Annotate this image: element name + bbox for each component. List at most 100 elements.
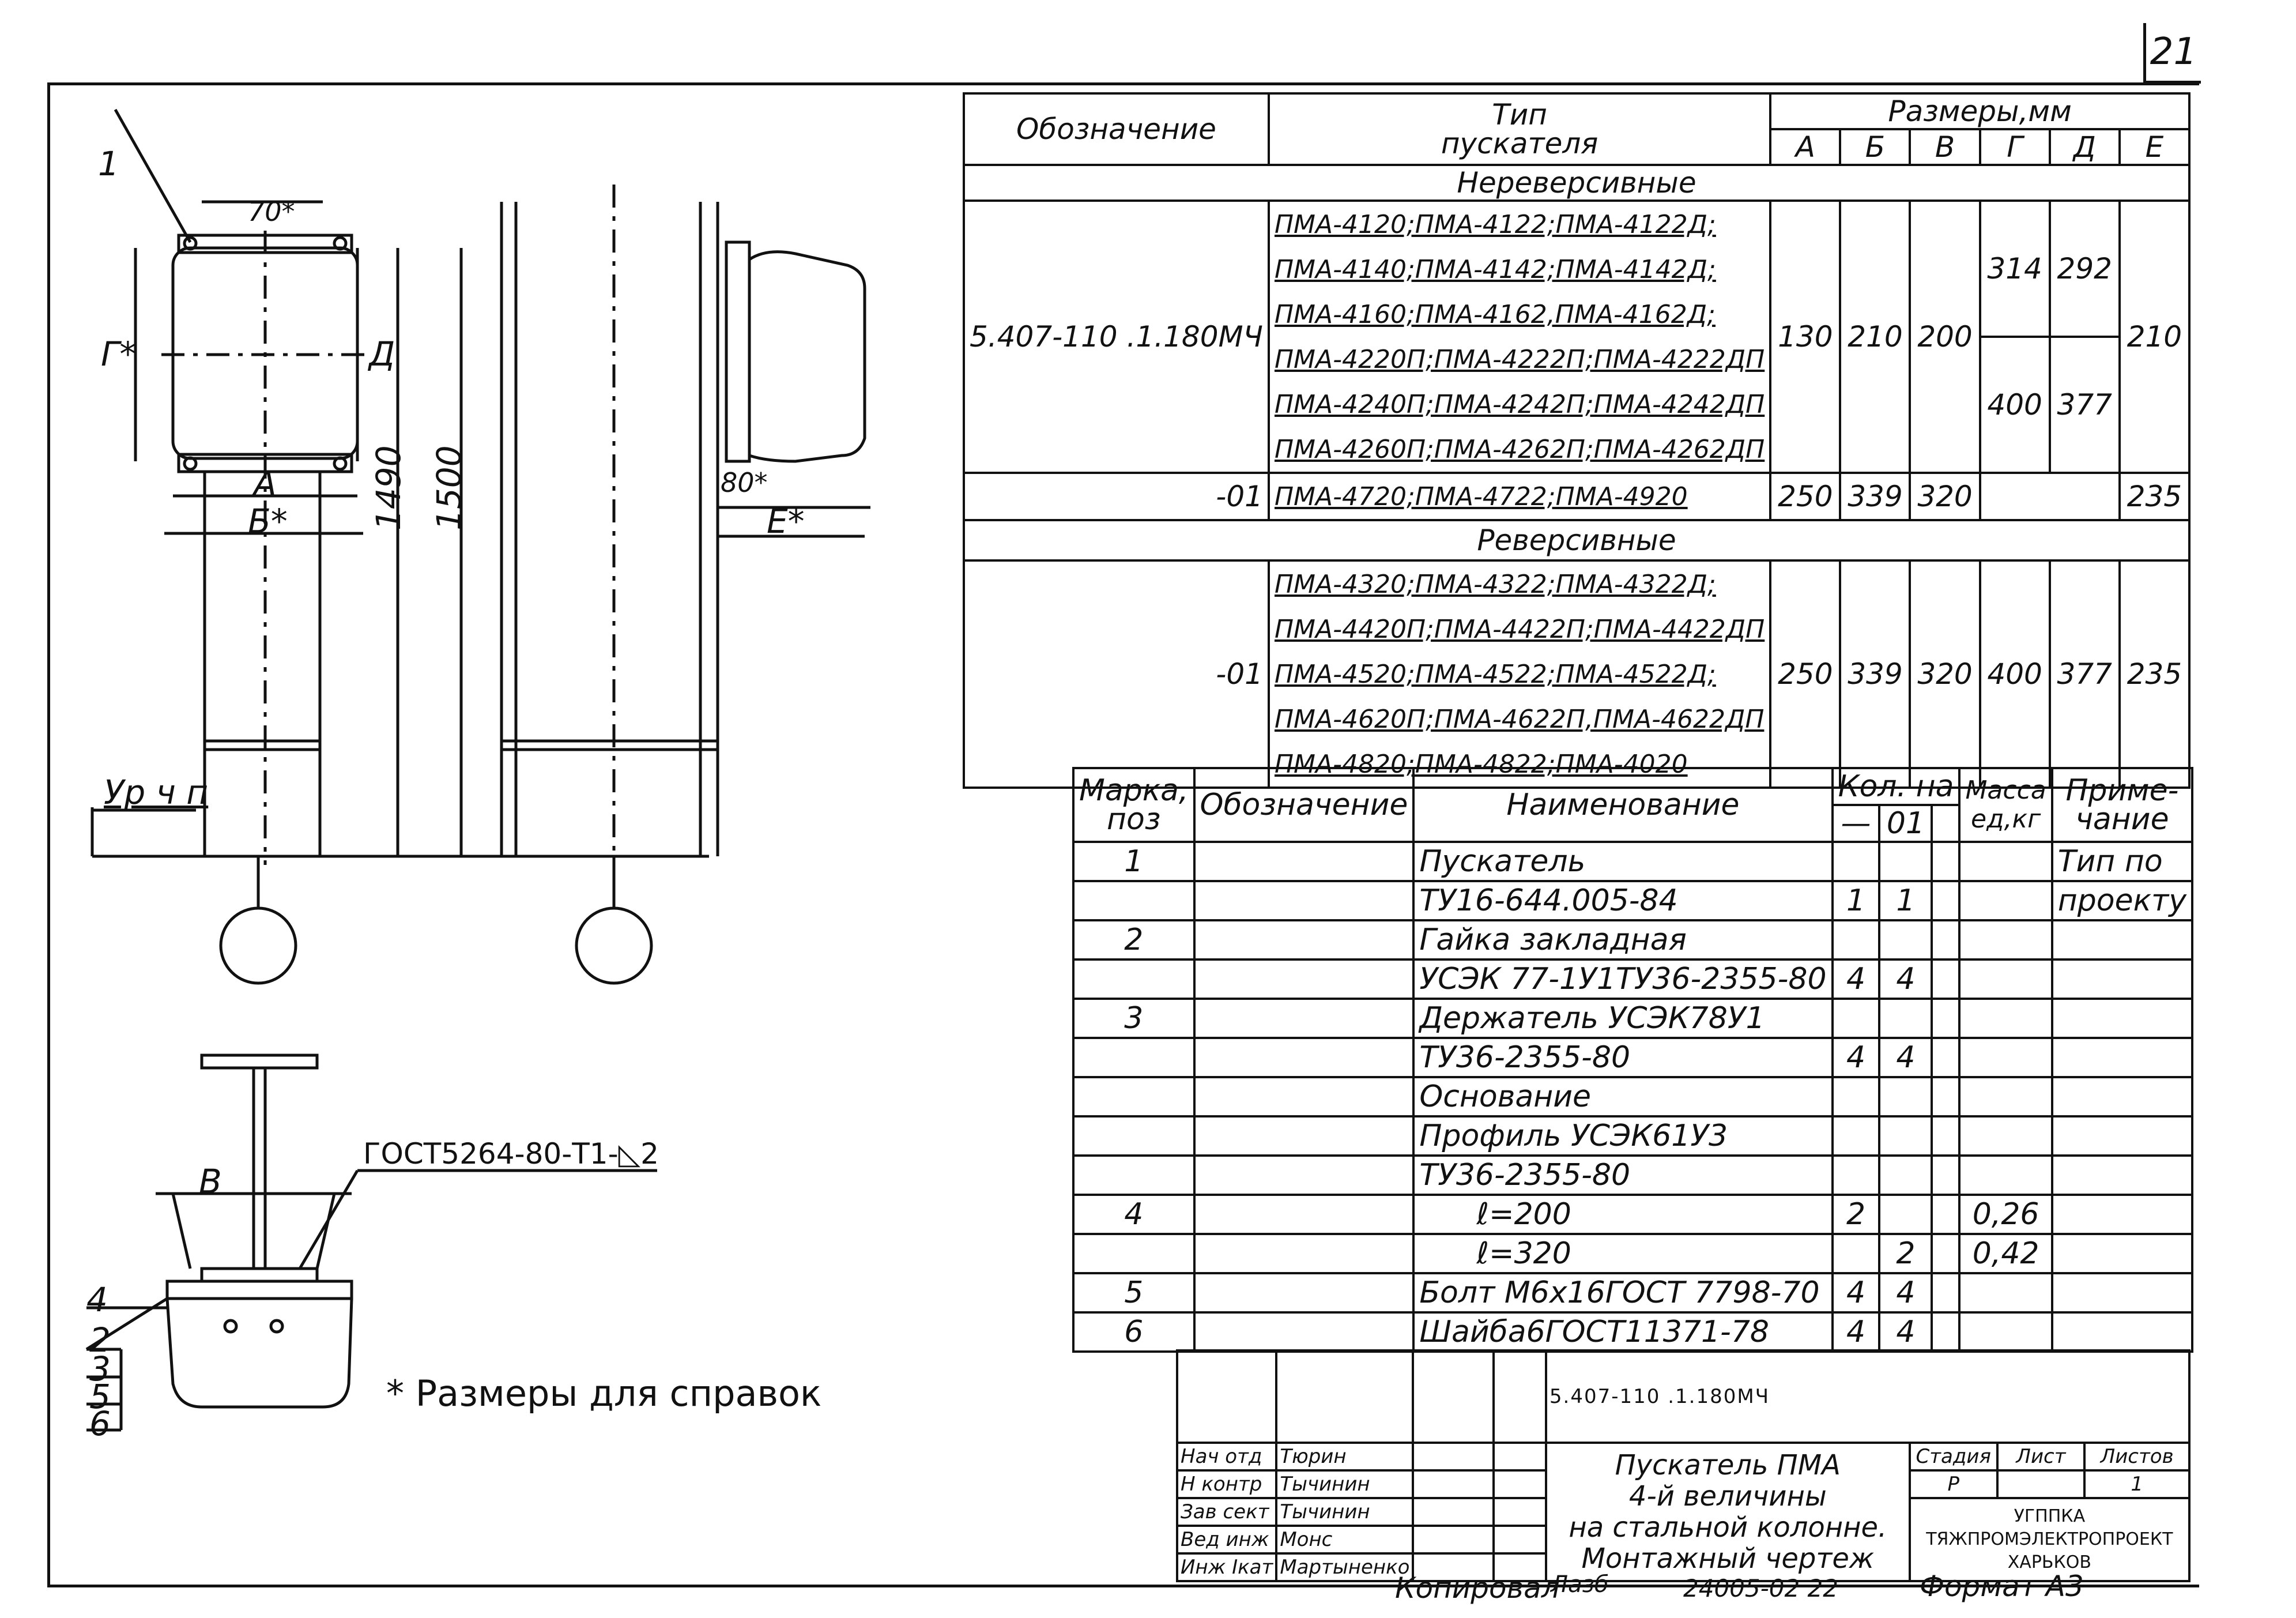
spec-cell-pos [1072, 1076, 1196, 1117]
title-block: 5.407-110 .1.180МЧ Нач отд Тюрин Пускате… [1175, 1349, 2191, 1582]
spec-cell-pos [1072, 880, 1196, 921]
spec-cell-mass [1958, 880, 2053, 921]
row1-v: 200 [1909, 200, 1981, 474]
row1-type-4: ПМА-4220П;ПМА-4222П;ПМА-4222ДП [1267, 337, 1772, 382]
signature-0 [1412, 1442, 1495, 1472]
spec-cell-name: УСЭК 77-1У1ТУ36-2355-80 [1412, 958, 1834, 1000]
order-number: 24005-02 22 [1683, 1574, 1839, 1602]
row1-type-3: ПМА-4160;ПМА-4162,ПМА-4162Д; [1267, 292, 1772, 337]
drawing-frame [47, 82, 2199, 1587]
spec-cell-pos [1072, 958, 1196, 1000]
spec-cell-q1: 4 [1831, 1272, 1881, 1314]
stage-value: Р [1908, 1469, 1999, 1499]
col-g: Г [1978, 128, 2051, 166]
spec-cell-q1: 1 [1831, 880, 1881, 921]
leader-label-5: 5 [89, 1377, 111, 1416]
row2-empty [1978, 472, 2121, 521]
dim-d: Д [369, 334, 395, 374]
signature-4 [1412, 1552, 1495, 1582]
signature-2 [1412, 1497, 1495, 1527]
dim-e: E* [767, 502, 805, 541]
spec-cell-pos [1072, 1154, 1196, 1196]
spec-cell-q2 [1878, 998, 1933, 1039]
row3-type-4: ПМА-4620П;ПМА-4622П,ПМА-4622ДП [1267, 697, 1772, 742]
row3-e: 235 [2118, 559, 2191, 789]
spec-cell-mass [1958, 1115, 2053, 1157]
spec-cell-name: ℓ=200 [1412, 1194, 1834, 1235]
name-0: Тюрин [1275, 1442, 1415, 1472]
spec-cell-q2 [1878, 1154, 1933, 1196]
section-nonreversible: Нереверсивные [963, 164, 2191, 202]
section-reversible: Реверсивные [963, 519, 2191, 562]
leader-label-3: 3 [89, 1349, 111, 1389]
leader-label-2: 2 [89, 1320, 111, 1360]
row1-type-6: ПМА-4260П;ПМА-4262П;ПМА-4262ДП [1267, 427, 1772, 473]
spec-cell-mass [1958, 1311, 2053, 1353]
copied-label: Копировал [1395, 1571, 1560, 1605]
spec-cell-name: Пускатель [1412, 841, 1834, 882]
spec-cell-mass [1958, 1272, 2053, 1314]
row1-type-1: ПМА-4120;ПМА-4122;ПМА-4122Д; [1267, 201, 1772, 247]
col-name: Наименование [1412, 767, 1834, 843]
dim-1500: 1500 [429, 445, 469, 530]
reference-note: * Размеры для справок [386, 1372, 822, 1414]
row1-b: 210 [1839, 200, 1912, 474]
spec-cell-q2: 1 [1878, 880, 1933, 921]
stage-label: Стадия [1908, 1442, 1999, 1472]
name-4: Мартыненко [1275, 1552, 1415, 1582]
spec-row: Основание [1072, 1076, 2194, 1117]
role-2: Зав сект [1175, 1497, 1278, 1527]
spec-cell-name: ТУ36-2355-80 [1412, 1154, 1834, 1196]
spec-cell-name: Держатель УСЭК78У1 [1412, 998, 1834, 1039]
col-spec-designation: Обозначение [1193, 767, 1415, 843]
spec-cell-mass: 0,26 [1958, 1194, 2053, 1235]
spec-cell-q2: 4 [1878, 958, 1933, 1000]
dim-v: B [199, 1162, 222, 1201]
spec-cell-q2: 2 [1878, 1233, 1933, 1274]
spec-cell-mass [1958, 1154, 2053, 1196]
row3-b: 339 [1839, 559, 1912, 789]
col-d: Д [2048, 128, 2121, 166]
col-mark: Марка, поз [1072, 767, 1196, 843]
spec-cell-q1 [1831, 919, 1881, 961]
spec-cell-q1 [1831, 1233, 1881, 1274]
spec-cell-pos: 4 [1072, 1194, 1196, 1235]
spec-cell-mass [1958, 841, 2053, 882]
spec-cell-pos [1072, 1037, 1196, 1078]
level-mark: Ур ч п [104, 773, 209, 812]
spec-cell-note [2050, 1233, 2194, 1274]
sheets-label: Листов [2083, 1442, 2191, 1472]
spec-cell-q1 [1831, 1154, 1881, 1196]
col-qty-a: — [1831, 804, 1881, 843]
drawing-code: 5.407-110 .1.180МЧ [1544, 1349, 2191, 1444]
dim-1490: 1490 [369, 445, 408, 530]
spec-cell-name: Профиль УСЭК61У3 [1412, 1115, 1834, 1157]
spec-cell-q1 [1831, 1115, 1881, 1157]
spec-cell-q1 [1831, 998, 1881, 1039]
role-0: Нач отд [1175, 1442, 1278, 1472]
row2-b: 339 [1839, 472, 1912, 521]
row2-type: ПМА-4720;ПМА-4722;ПМА-4920 [1267, 472, 1772, 520]
sheet-number: 21 [2143, 23, 2201, 84]
spec-cell-note [2050, 1194, 2194, 1235]
row1-g2: 400 [1978, 336, 2051, 474]
spec-cell-mass [1958, 998, 2053, 1039]
spec-cell-mass [1958, 1037, 2053, 1078]
sheets-value: 1 [2083, 1469, 2191, 1499]
dim-b: Б* [248, 502, 288, 541]
row1-type-2: ПМА-4140;ПМА-4142;ПМА-4142Д; [1267, 247, 1772, 292]
row2-e: 235 [2118, 472, 2191, 521]
leader-label-1: 1 [98, 144, 119, 183]
spec-cell-name: ТУ16-644.005-84 [1412, 880, 1834, 921]
row1-a: 130 [1769, 200, 1842, 474]
